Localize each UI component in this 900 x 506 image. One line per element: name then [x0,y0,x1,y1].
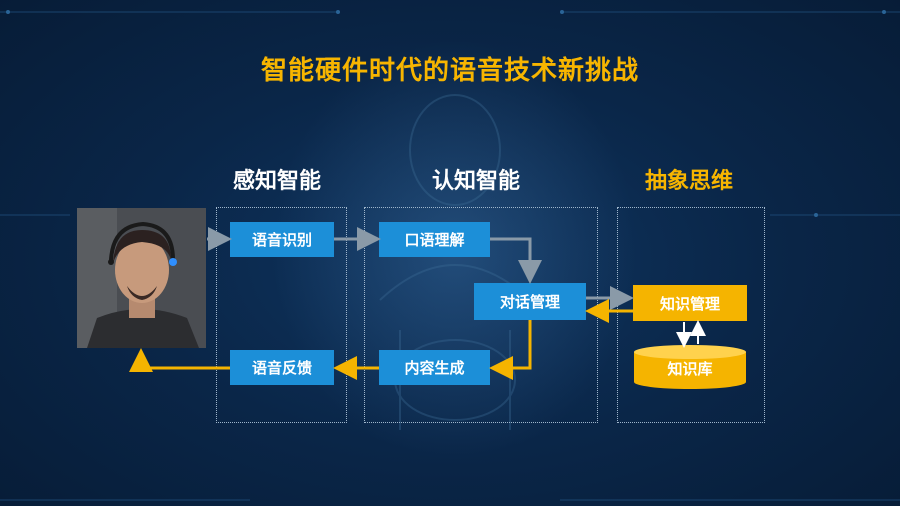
speech-feedback-box: 语音反馈 [230,350,334,385]
content-generation-box: 内容生成 [379,350,490,385]
page-title: 智能硬件时代的语音技术新挑战 [260,56,639,86]
perception-panel [216,207,347,423]
speech-recognition-box: 语音识别 [230,222,334,257]
column-heading-abstract: 抽象思维 [644,169,733,194]
knowledge-base-label: 知识库 [667,359,713,378]
dialog-management-box: 对话管理 [474,283,586,320]
knowledge-base-cylinder [634,345,746,389]
person-icon [77,208,206,348]
spoken-understanding-box: 口语理解 [379,222,490,257]
knowledge-management-box: 知识管理 [633,285,747,321]
person-photo [77,208,206,348]
abstract-panel [617,207,765,423]
column-heading-cognition: 认知智能 [431,169,520,194]
column-heading-perception: 感知智能 [232,169,321,194]
